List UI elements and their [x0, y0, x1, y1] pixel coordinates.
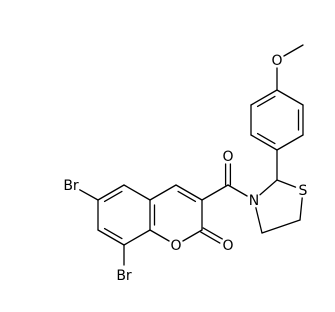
bond-c2-o1 [182, 229, 203, 242]
atom-label-n3: N [249, 193, 259, 209]
atom-label-ome: O [271, 53, 282, 69]
bond-c8-c7 [97, 229, 125, 246]
bond-ome-me [283, 44, 304, 57]
bond-s1-c5t [299, 197, 303, 221]
bond-c4t-n3 [255, 207, 263, 234]
bond-p3-p4 [250, 89, 278, 106]
bond-cco-n3 [227, 184, 248, 197]
bond-c5-c4a [123, 184, 151, 201]
bond-c2t-s1 [276, 179, 297, 188]
atom-label-o2: O [222, 238, 233, 254]
bond-p1-p2 [250, 134, 278, 151]
bond-n3-c2t [259, 179, 278, 196]
bond-p4-p5 [276, 89, 304, 106]
bond-c4a-c4 [149, 184, 177, 201]
bond-o1-c8a [149, 229, 170, 242]
bonds-layer [79, 44, 304, 266]
bond-c8-c7-inner [103, 227, 123, 240]
bond-c2-o2-second [202, 227, 223, 240]
bond-c2-o2 [200, 231, 221, 244]
bond-c6-c5 [97, 184, 125, 201]
bond-c4-c3-inner [177, 190, 197, 203]
bond-c6-br6 [79, 189, 99, 201]
bond-c5t-c4t [261, 219, 301, 234]
atom-label-o1: O [170, 238, 181, 254]
bond-p3-p4-inner [256, 95, 276, 108]
atom-label-br8: Br [116, 268, 132, 284]
atom-label-oco: O [222, 149, 233, 165]
atom-label-s1: S [299, 183, 308, 199]
bond-c8a-c8 [123, 229, 151, 246]
atom-label-br6: Br [63, 178, 79, 194]
bond-c3-cco [201, 184, 229, 201]
bond-c4-c3 [175, 184, 203, 201]
bond-c6-c5-inner [103, 190, 123, 203]
bond-p6-p1 [276, 134, 304, 151]
bond-p1-p2-inner [256, 132, 276, 145]
